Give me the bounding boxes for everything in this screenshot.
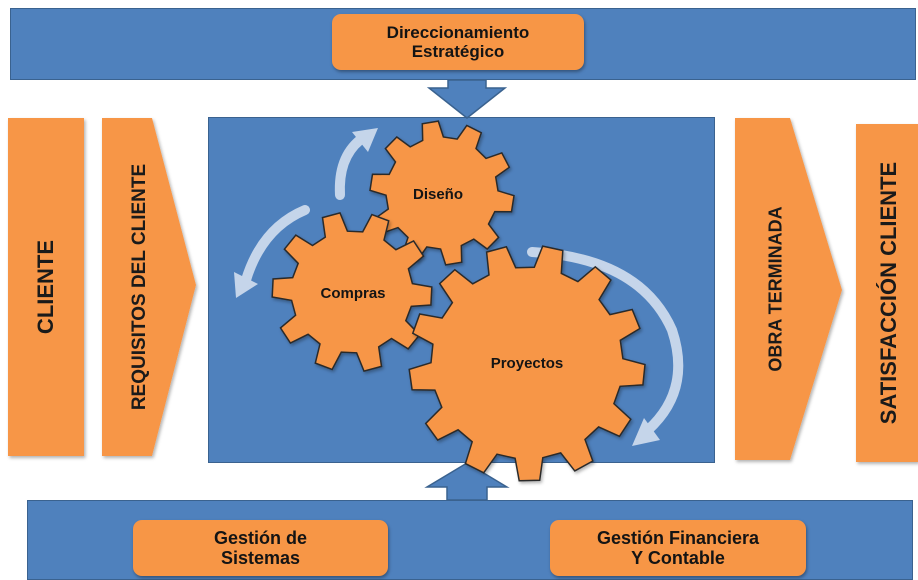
direccionamiento-line1: Direccionamiento bbox=[386, 23, 530, 42]
cliente-text: CLIENTE bbox=[33, 239, 58, 335]
arrowhead-1 bbox=[352, 128, 378, 152]
requisitos-chevron bbox=[102, 118, 196, 456]
gestion-sistemas-line1: Gestión de bbox=[213, 528, 307, 548]
gestion-financiera-line2: Y Contable bbox=[631, 548, 725, 568]
obra-chevron bbox=[735, 118, 842, 460]
proyectos-label: Proyectos bbox=[491, 355, 564, 372]
arrowhead-2 bbox=[234, 272, 258, 298]
arrowhead-3 bbox=[632, 418, 660, 446]
satisfaccion-text: SATISFACCIÓN CLIENTE bbox=[876, 161, 901, 425]
gestion-financiera-line1: Gestión Financiera bbox=[596, 528, 760, 548]
direccionamiento-box: Direccionamiento Estratégico bbox=[332, 14, 584, 70]
diseno-label: Diseño bbox=[413, 186, 463, 203]
requisitos-text: REQUISITOS DEL CLIENTE bbox=[129, 163, 150, 411]
satisfaccion-panel bbox=[856, 124, 918, 462]
cliente-panel bbox=[8, 118, 84, 456]
obra-text: OBRA TERMINADA bbox=[765, 206, 786, 372]
down-arrow bbox=[426, 79, 508, 119]
direccionamiento-line2: Estratégico bbox=[411, 42, 505, 61]
compras-label: Compras bbox=[320, 285, 385, 302]
gestion-sistemas-box: Gestión de Sistemas bbox=[133, 520, 388, 576]
up-arrow bbox=[424, 462, 510, 501]
arrow-proyectos-cycle bbox=[527, 247, 684, 435]
arrow-compras-to-diseno bbox=[334, 135, 365, 200]
proyectos-gear bbox=[408, 245, 646, 482]
compras-gear bbox=[271, 212, 433, 372]
arrow-diseno-to-compras bbox=[241, 205, 310, 285]
gestion-sistemas-line2: Sistemas bbox=[220, 548, 301, 568]
gestion-financiera-box: Gestión Financiera Y Contable bbox=[550, 520, 806, 576]
diseno-gear bbox=[369, 120, 515, 266]
